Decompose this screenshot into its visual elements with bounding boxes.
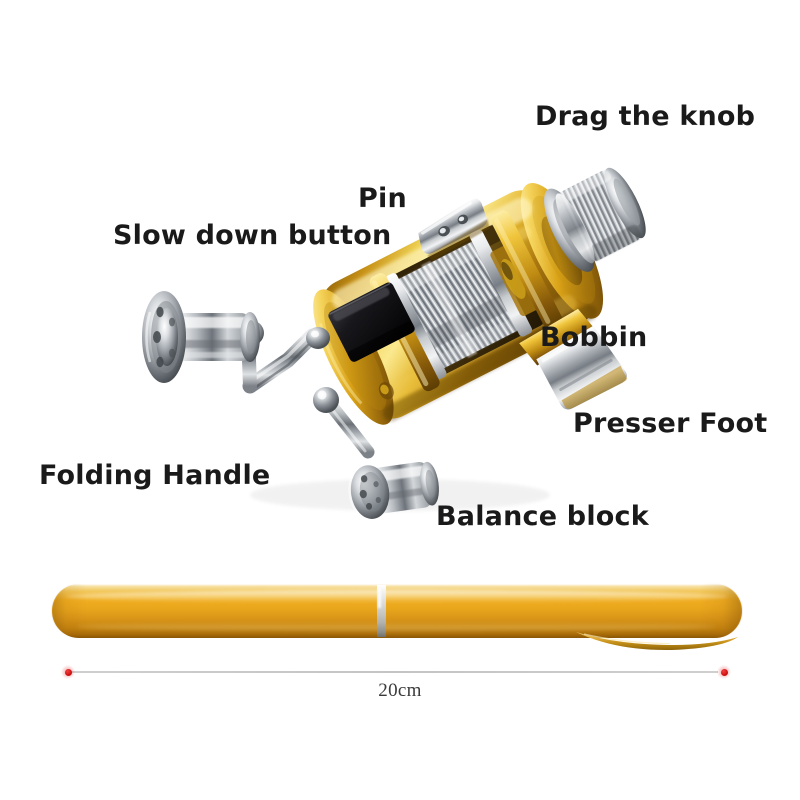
slow-down-button-part bbox=[328, 282, 415, 362]
pen-underglow bbox=[76, 622, 716, 631]
handle-flange bbox=[142, 291, 186, 383]
measure-line bbox=[70, 671, 718, 673]
presser-foot-part bbox=[519, 308, 627, 410]
reel-body bbox=[313, 167, 646, 425]
callout-presser-foot: Presser Foot bbox=[573, 408, 768, 439]
pen-cap-right bbox=[700, 584, 742, 638]
pen-ring-highlight bbox=[378, 588, 381, 608]
callout-folding-handle: Folding Handle bbox=[39, 460, 271, 491]
drag-knob-part bbox=[544, 167, 646, 272]
pen-highlight bbox=[66, 590, 728, 603]
bobbin-spool bbox=[385, 229, 533, 380]
pen-cap-left bbox=[52, 584, 86, 638]
callout-bobbin: Bobbin bbox=[540, 322, 648, 353]
measure-endpoint-left bbox=[61, 665, 75, 679]
measure-endpoint-right bbox=[717, 665, 731, 679]
callout-balance-block: Balance block bbox=[436, 501, 649, 532]
pin-part bbox=[418, 198, 490, 261]
measurement-rule: 20cm bbox=[60, 660, 740, 720]
pen-pocket-clip bbox=[572, 630, 742, 652]
callout-drag-the-knob: Drag the knob bbox=[535, 101, 756, 132]
pen-illustration bbox=[52, 572, 742, 652]
measure-caption: 20cm bbox=[378, 680, 422, 701]
callout-slow-down-button: Slow down button bbox=[113, 220, 392, 251]
callout-pin: Pin bbox=[358, 183, 407, 214]
folding-handle-part bbox=[142, 291, 320, 394]
balance-block-part bbox=[313, 387, 439, 519]
pen-silver-ring bbox=[377, 585, 386, 637]
bobbin-window bbox=[383, 222, 547, 380]
